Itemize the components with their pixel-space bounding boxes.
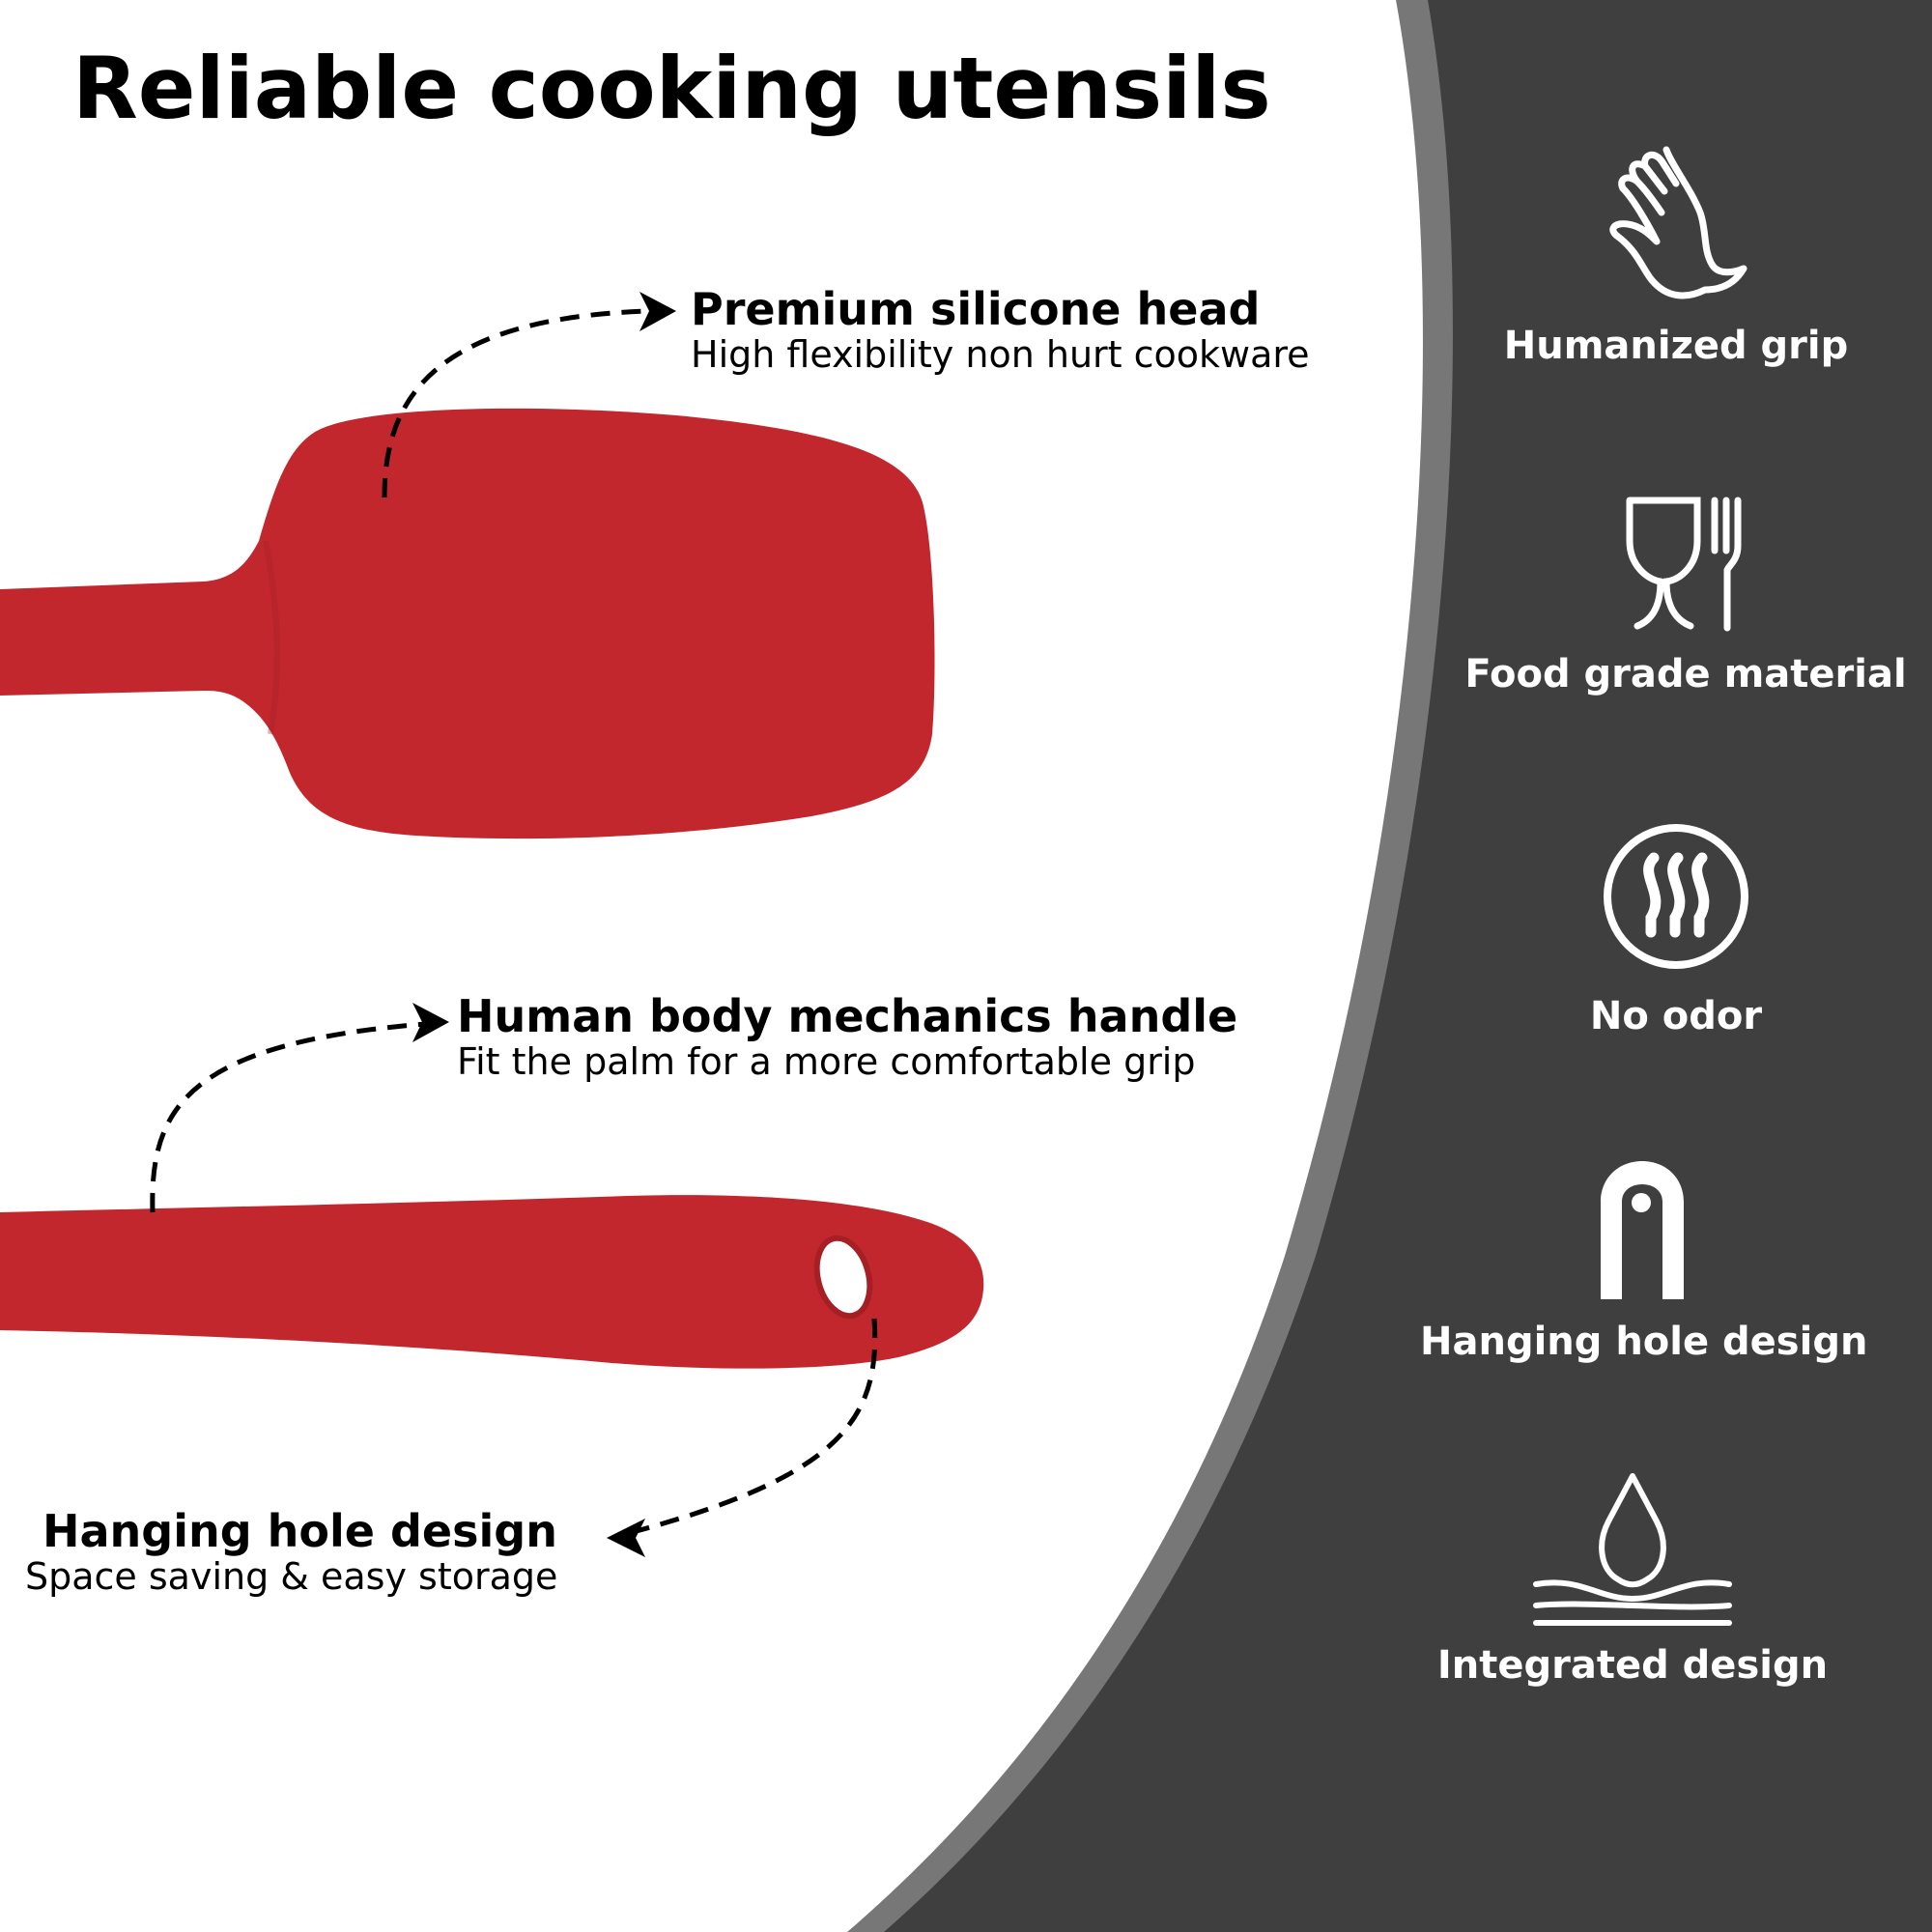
feature-label: Integrated design xyxy=(1436,1643,1829,1688)
feature-label: No odor xyxy=(1589,994,1763,1038)
page-title: Reliable cooking utensils xyxy=(72,39,1271,138)
hanging-hole xyxy=(813,1235,873,1320)
arrow-heads xyxy=(412,292,676,1557)
spatula-handle-illustration xyxy=(0,1195,984,1369)
feature-humanized-grip: Humanized grip xyxy=(1454,145,1898,369)
callout-arrows xyxy=(150,308,878,1539)
odor-waves-icon xyxy=(1604,824,1748,969)
water-drop-icon xyxy=(1533,1473,1732,1626)
callout-subtext: Fit the palm for a more comfortable grip xyxy=(457,1040,1196,1083)
callout-heading: Hanging hole design xyxy=(43,1505,557,1557)
callout-premium-silicone-head: Premium silicone head High flexibility n… xyxy=(691,285,1310,376)
spatula-head-illustration xyxy=(0,408,935,839)
feature-integrated-design: Integrated design xyxy=(1410,1468,1855,1689)
callout-subtext: High flexibility non hurt cookware xyxy=(691,333,1310,376)
hanging-hook-icon xyxy=(1601,1161,1684,1299)
feature-label: Food grade material xyxy=(1464,652,1907,696)
callout-subtext: Space saving & easy storage xyxy=(25,1555,558,1598)
arrow-to-handle xyxy=(150,1021,426,1213)
callout-heading: Premium silicone head xyxy=(691,283,1261,335)
feature-label: Humanized grip xyxy=(1503,324,1849,368)
feature-hanging-hole-design: Hanging hole design xyxy=(1420,1159,1868,1365)
feature-food-grade-material: Food grade material xyxy=(1463,493,1908,697)
arrow-to-head xyxy=(382,308,648,498)
feature-no-odor: No odor xyxy=(1454,821,1898,1039)
callout-heading: Human body mechanics handle xyxy=(457,990,1238,1042)
arrow-to-hole xyxy=(617,1318,878,1539)
hand-icon xyxy=(1609,146,1747,299)
callout-hanging-hole: Hanging hole design Space saving & easy … xyxy=(25,1507,557,1598)
callout-body-mechanics-handle: Human body mechanics handle Fit the palm… xyxy=(457,992,1237,1083)
feature-panel xyxy=(884,0,1932,1932)
feature-label: Hanging hole design xyxy=(1420,1320,1868,1364)
glass-fork-icon xyxy=(1626,497,1742,632)
